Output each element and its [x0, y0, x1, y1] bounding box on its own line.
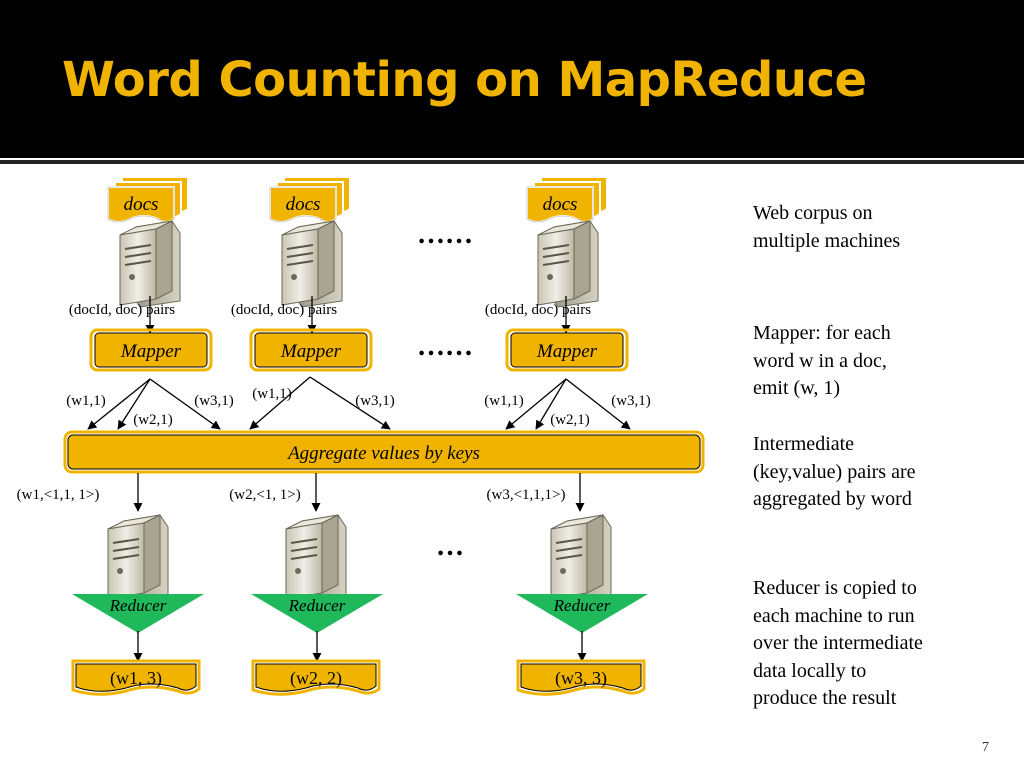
note-reducer-line-1: Reducer is copied to — [753, 577, 917, 599]
emit-w1-2: (w1,1) — [252, 386, 292, 402]
docs-label-1: docs — [124, 194, 159, 215]
reducer-label-2: Reducer — [288, 596, 346, 615]
mapper-label-2: Mapper — [280, 341, 342, 362]
server-icon — [107, 514, 169, 602]
mapper-label-1: Mapper — [120, 341, 182, 362]
emit-w2-1: (w2,1) — [133, 412, 173, 428]
docs-label-3: docs — [543, 194, 578, 215]
note-reducer-line-5: produce the result — [753, 687, 897, 709]
title-bar — [0, 0, 1024, 158]
aggregate-label: Aggregate values by keys — [286, 443, 480, 464]
note-corpus: Web corpus on multiple machines — [753, 200, 1003, 255]
ellipsis-mappers: …… — [417, 331, 473, 362]
ellipsis-reducers: … — [436, 531, 464, 562]
title-separator — [0, 160, 1024, 164]
note-reducer-line-2: each machine to run — [753, 604, 915, 627]
grouped-w1: (w1,<1,1, 1>) — [17, 487, 100, 503]
note-intermediate-line-2: (key,value) pairs are — [753, 460, 916, 483]
server-icon — [537, 220, 599, 308]
emit-w1-1: (w1,1) — [66, 393, 106, 409]
ellipsis-docs: …… — [417, 219, 473, 250]
emit-w3-1: (w3,1) — [194, 393, 234, 409]
note-mapper-line-1: Mapper: for each — [753, 322, 891, 344]
grouped-w2: (w2,<1, 1>) — [229, 487, 301, 503]
note-corpus-line-1: Web corpus on — [753, 202, 873, 224]
slide-title: Word Counting on MapReduce — [62, 52, 867, 108]
note-reducer: Reducer is copied to each machine to run… — [753, 575, 1003, 713]
note-corpus-line-2: multiple machines — [753, 229, 901, 252]
pairs-label-3: (docId, doc) pairs — [485, 302, 591, 318]
server-icon — [281, 220, 343, 308]
note-mapper-line-3: emit (w, 1) — [753, 377, 841, 399]
result-w1: (w1, 3) — [110, 668, 162, 689]
server-icon — [550, 514, 612, 602]
note-reducer-line-4: data locally to — [753, 659, 867, 682]
page-number: 7 — [982, 740, 989, 755]
emit-w3-3: (w3,1) — [611, 393, 651, 409]
note-reducer-line-3: over the intermediate — [753, 632, 923, 654]
emit-w2-3: (w2,1) — [550, 412, 590, 428]
server-icon — [285, 514, 347, 602]
note-intermediate-line-1: Intermediate — [753, 433, 855, 455]
mapper-label-3: Mapper — [536, 341, 598, 362]
result-w2: (w2, 2) — [290, 668, 342, 689]
grouped-w3: (w3,<1,1,1>) — [487, 487, 566, 503]
emit-w3-2: (w3,1) — [355, 393, 395, 409]
pairs-label-1: (docId, doc) pairs — [69, 302, 175, 318]
pairs-label-2: (docId, doc) pairs — [231, 302, 337, 318]
docs-label-2: docs — [286, 194, 321, 215]
result-w3: (w3, 3) — [555, 668, 607, 689]
note-intermediate-line-3: aggregated by word — [753, 488, 912, 510]
note-intermediate: Intermediate (key,value) pairs are aggre… — [753, 431, 1003, 514]
emit-w1-3: (w1,1) — [484, 393, 524, 409]
reducer-label-1: Reducer — [109, 596, 167, 615]
reducer-label-3: Reducer — [553, 596, 611, 615]
note-mapper-line-2: word w in a doc, — [753, 349, 887, 372]
server-icon — [119, 220, 181, 308]
note-mapper: Mapper: for each word w in a doc, emit (… — [753, 320, 1003, 403]
mapreduce-diagram: docs (docId, doc) pairs Mapper (w1,1) (w… — [17, 176, 705, 696]
